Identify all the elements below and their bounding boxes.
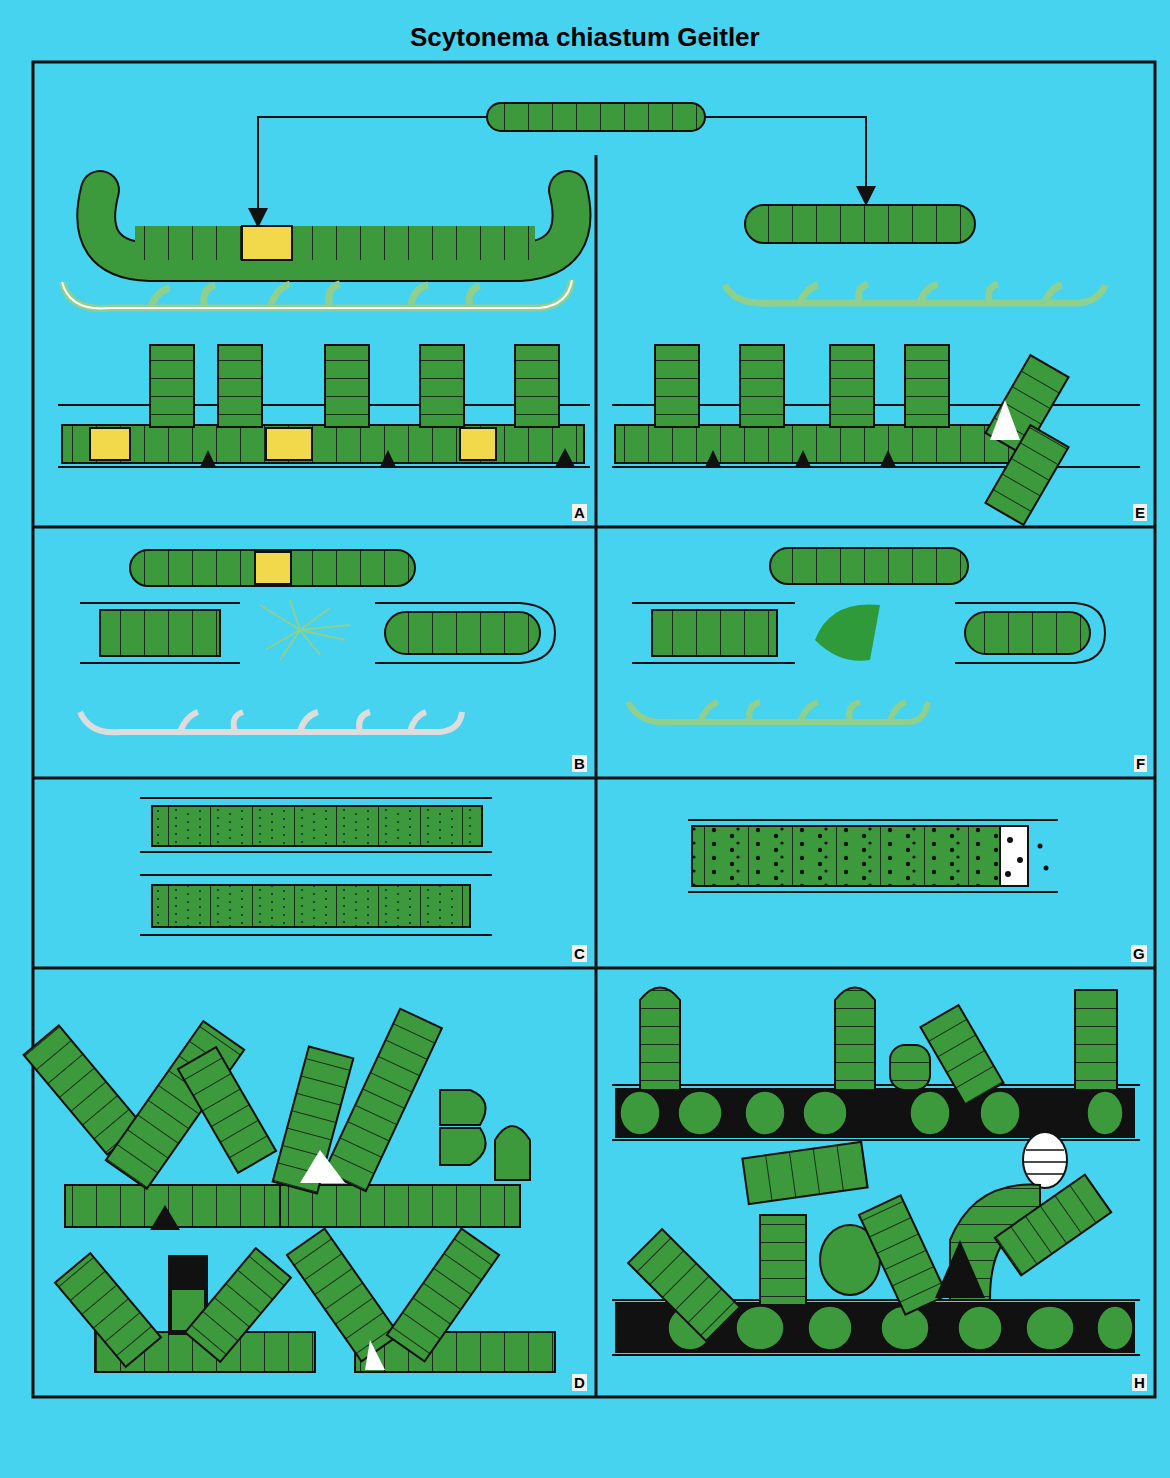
panel-letter: F	[1134, 755, 1147, 772]
panel-letter: C	[572, 945, 587, 962]
panel-letter: A	[572, 504, 587, 521]
panel-letter: E	[1133, 504, 1147, 521]
panel-frame	[33, 62, 1155, 1397]
panel-letter: G	[1131, 945, 1147, 962]
panel-letter: B	[572, 755, 587, 772]
figure-title: Scytonema chiastum Geitler	[410, 22, 760, 53]
panel-letter: H	[1132, 1374, 1147, 1391]
panel-letter: D	[572, 1374, 587, 1391]
